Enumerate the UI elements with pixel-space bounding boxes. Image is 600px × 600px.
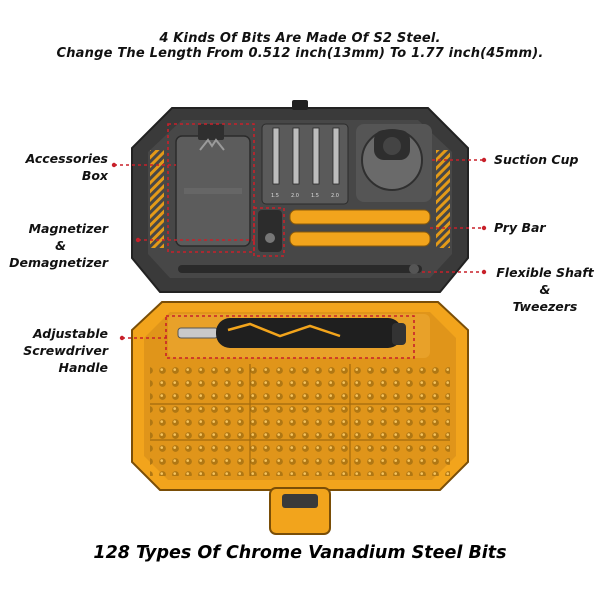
callout-shaft-line2: & (539, 282, 551, 297)
callout-magnetizer-line3: Demagnetizer (9, 255, 108, 270)
callout-pry-bar: Pry Bar (494, 220, 546, 235)
callout-handle-line1: Adjustable (33, 326, 108, 341)
magnetizer (258, 210, 282, 252)
bit-size-3: 1.5 (311, 193, 319, 199)
flexible-shaft (178, 265, 422, 273)
callout-magnetizer-line2: & (55, 238, 66, 253)
lid-hinge-tab (292, 100, 308, 110)
callout-adjustable-handle: Adjustable Screwdriver Handle (0, 325, 108, 376)
left-stripe-panel (150, 150, 164, 248)
right-stripe-panel (436, 150, 450, 248)
headline-line-2: Change The Length From 0.512 inch(13mm) … (56, 46, 544, 61)
pry-bar-1 (289, 209, 431, 225)
bit-holder (261, 123, 349, 205)
headline-line-1: 4 Kinds Of Bits Are Made Of S2 Steel. (159, 31, 441, 46)
callout-suction-cup: Suction Cup (494, 152, 579, 167)
screwdriver-shaft (177, 327, 219, 339)
callout-magnetizer: Magnetizer & Demagnetizer (0, 220, 108, 271)
bit-grid (150, 364, 450, 476)
callout-accessories-line1: Accessories (25, 151, 108, 166)
callout-accessories-box: Accessories Box (0, 150, 108, 184)
callout-accessories-line2: Box (81, 168, 108, 183)
bit-size-1: 1.5 (271, 193, 279, 199)
callout-handle-line3: Handle (58, 360, 108, 375)
precision-bits (272, 127, 340, 185)
callout-shaft-line3: Tweezers (512, 299, 578, 314)
bit-size-2: 2.0 (291, 193, 299, 199)
footer-caption: 128 Types Of Chrome Vanadium Steel Bits (93, 543, 507, 563)
screwdriver-handle (216, 318, 402, 348)
callout-flexible-shaft: Flexible Shaft & Tweezers (492, 264, 598, 315)
callout-handle-line2: Screwdriver (23, 343, 108, 358)
bit-size-4: 2.0 (331, 193, 339, 199)
callout-magnetizer-line1: Magnetizer (28, 221, 108, 236)
callout-shaft-line1: Flexible Shaft (496, 265, 594, 280)
pry-bar-2 (289, 231, 431, 247)
